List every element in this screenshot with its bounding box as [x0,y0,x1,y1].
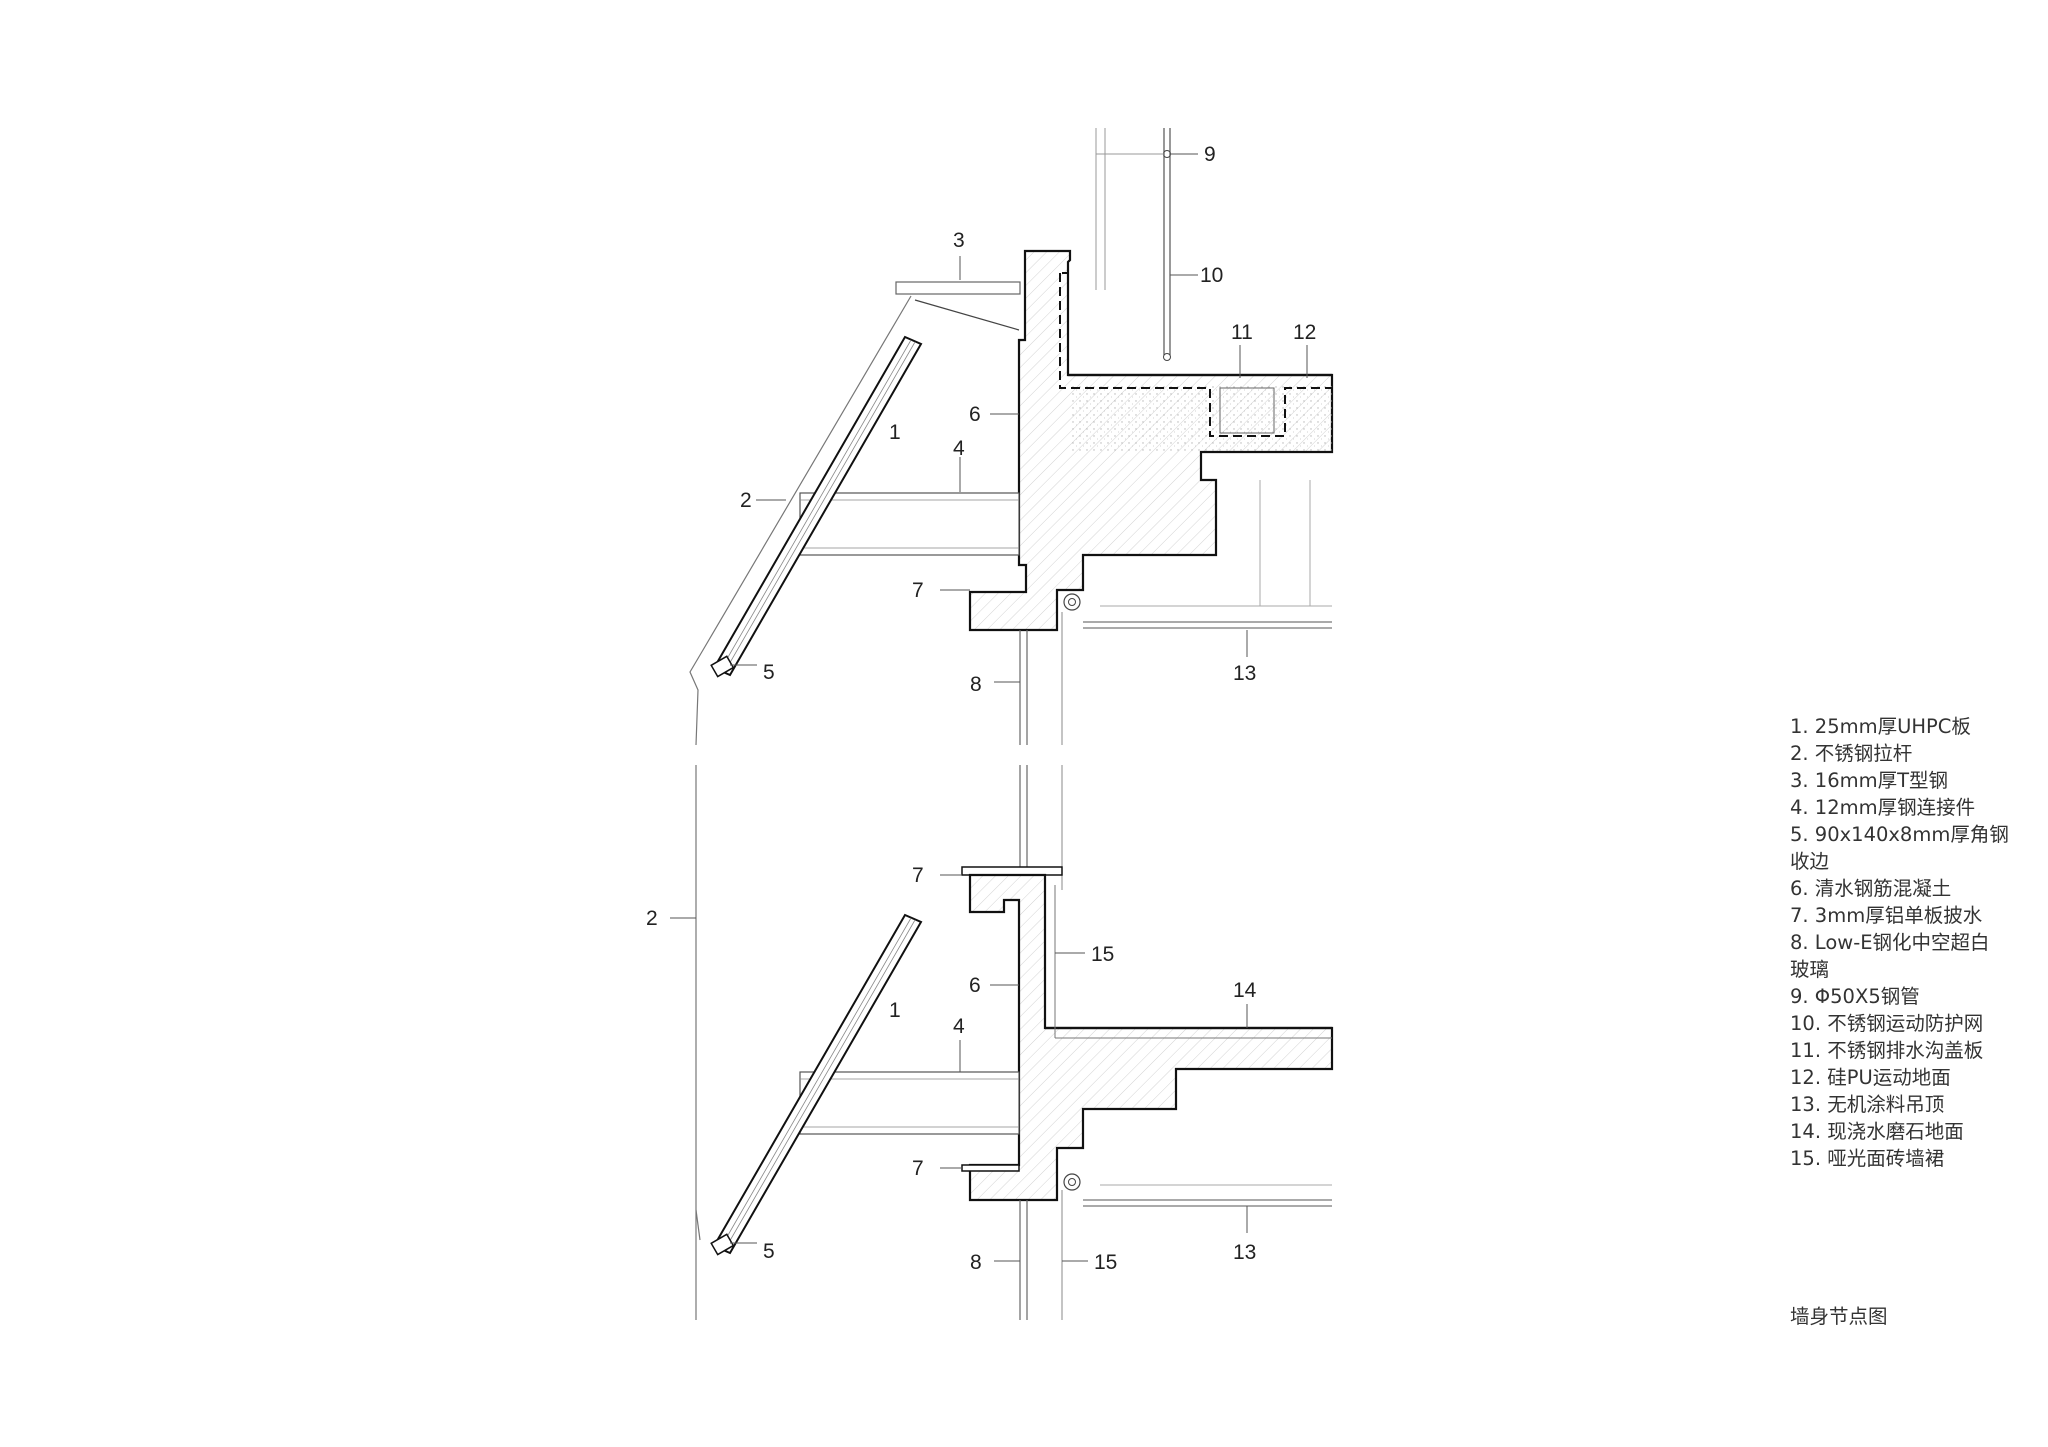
legend-item: 13. 无机涂料吊顶 [1790,1093,1945,1116]
label-6-upper: 6 [969,403,981,426]
label-1-lower: 1 [889,999,901,1022]
lower-detail [695,765,1334,1320]
legend-item: 7. 3mm厚铝单板披水 [1790,904,1983,927]
label-4-upper: 4 [953,437,965,460]
label-15-lower-b: 15 [1094,1251,1117,1274]
label-1-upper: 1 [889,421,901,444]
label-8-upper: 8 [970,673,982,696]
label-6-lower: 6 [969,974,981,997]
label-5-upper: 5 [763,661,775,684]
label-7-lower-b: 7 [912,1157,924,1180]
label-4-lower: 4 [953,1015,965,1038]
label-11-upper: 11 [1231,321,1253,344]
label-7-upper: 7 [912,579,924,602]
legend-item: 1. 25mm厚UHPC板 [1790,715,1971,738]
drawing-caption: 墙身节点图 [1790,1305,1888,1328]
label-5-lower: 5 [763,1240,775,1263]
legend-item: 15. 哑光面砖墙裙 [1790,1147,1945,1170]
legend-item: 5. 90x140x8mm厚角钢 收边 [1790,823,2009,873]
label-14-lower: 14 [1233,979,1257,1002]
label-9-upper: 9 [1204,143,1216,166]
legend-item: 4. 12mm厚钢连接件 [1790,796,1976,819]
legend-item: 8. Low-E钢化中空超白 玻璃 [1790,931,1990,981]
label-15-lower-a: 15 [1091,943,1114,966]
legend: 1. 25mm厚UHPC板 2. 不锈钢拉杆 3. 16mm厚T型钢 4. 12… [1790,713,2040,1172]
legend-item: 6. 清水钢筋混凝土 [1790,877,1952,900]
legend-item: 2. 不锈钢拉杆 [1790,742,1913,765]
label-2-upper: 2 [740,489,752,512]
label-13-upper: 13 [1233,662,1256,685]
legend-item: 11. 不锈钢排水沟盖板 [1790,1039,1984,1062]
legend-item: 3. 16mm厚T型钢 [1790,769,1949,792]
upper-detail [689,128,1334,746]
label-10-upper: 10 [1200,264,1223,287]
label-8-lower: 8 [970,1251,982,1274]
label-7-lower-a: 7 [912,864,924,887]
label-13-lower: 13 [1233,1241,1256,1264]
callout-labels: 9 3 10 11 12 6 1 4 2 7 5 8 13 7 2 15 6 1… [646,143,1316,1274]
label-2-lower: 2 [646,907,658,930]
legend-item: 9. Φ50X5钢管 [1790,985,1920,1008]
label-3-upper: 3 [953,229,965,252]
legend-item: 12. 硅PU运动地面 [1790,1066,1951,1089]
legend-item: 10. 不锈钢运动防护网 [1790,1012,1984,1035]
legend-item: 14. 现浇水磨石地面 [1790,1120,1964,1143]
label-12-upper: 12 [1293,321,1316,344]
leader-lines [670,153,1308,1262]
